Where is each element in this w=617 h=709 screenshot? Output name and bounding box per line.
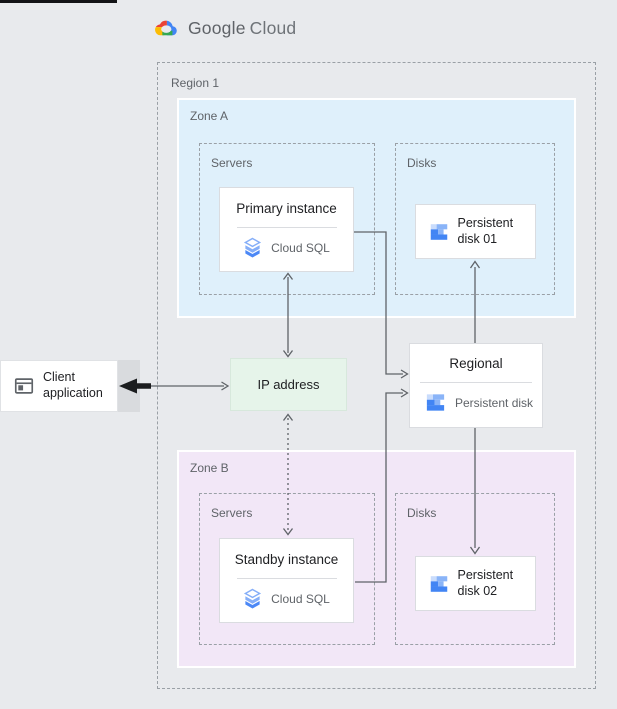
persistent-disk-02-card: Persistent disk 02 [415, 556, 536, 611]
regional-disk-row: Persistent disk [410, 391, 542, 414]
google-cloud-logo-icon [155, 20, 177, 36]
brand-cloud: Cloud [249, 17, 297, 38]
servers-group-zone-a [199, 143, 375, 295]
client-app-window-icon [14, 378, 34, 394]
ip-address-label: IP address [257, 377, 320, 392]
client-application-label: Client application [43, 370, 103, 400]
persistent-disk-01-label: Persistent disk 01 [457, 215, 514, 246]
persistent-disk-01-card: Persistent disk 01 [415, 204, 536, 259]
standby-instance-card: Standby instance Cloud SQL [219, 538, 354, 623]
disks-label-zone-b: Disks [407, 506, 437, 520]
region-container [157, 62, 596, 689]
servers-label-zone-a: Servers [211, 156, 253, 170]
persistent-disk-02-label: Persistent disk 02 [457, 567, 514, 598]
brand-google: Google [188, 17, 246, 38]
cloud-sql-icon [244, 237, 262, 258]
regional-disk-card: Regional Persistent disk [409, 343, 543, 428]
primary-instance-card: Primary instance Cloud SQL [219, 187, 354, 272]
region-label: Region 1 [171, 76, 220, 90]
cloud-sql-label: Cloud SQL [271, 592, 330, 606]
card-divider [236, 578, 337, 579]
primary-instance-title: Primary instance [236, 201, 337, 216]
persistent-disk-icon [426, 394, 445, 411]
regional-divider [420, 382, 532, 383]
card-divider [236, 227, 337, 228]
cloud-sql-row: Cloud SQL [243, 588, 330, 610]
persistent-disk-icon [430, 223, 447, 240]
standby-instance-title: Standby instance [234, 552, 339, 567]
regional-title: Regional [449, 356, 503, 371]
cloud-sql-label: Cloud SQL [271, 241, 330, 255]
servers-label-zone-b: Servers [211, 506, 253, 520]
ip-address-box: IP address [230, 358, 347, 411]
disks-label-zone-a: Disks [407, 156, 437, 170]
cloud-sql-row: Cloud SQL [243, 237, 330, 259]
top-accent-bar [0, 0, 117, 3]
persistent-disk-icon [430, 575, 447, 592]
cloud-sql-icon [244, 588, 262, 609]
zone-a-label: Zone A [190, 109, 229, 123]
regional-persistent-disk-label: Persistent disk [455, 395, 534, 410]
zone-b-label: Zone B [190, 461, 229, 475]
client-application-card: Client application [0, 360, 118, 412]
client-card-shadow [118, 360, 140, 412]
